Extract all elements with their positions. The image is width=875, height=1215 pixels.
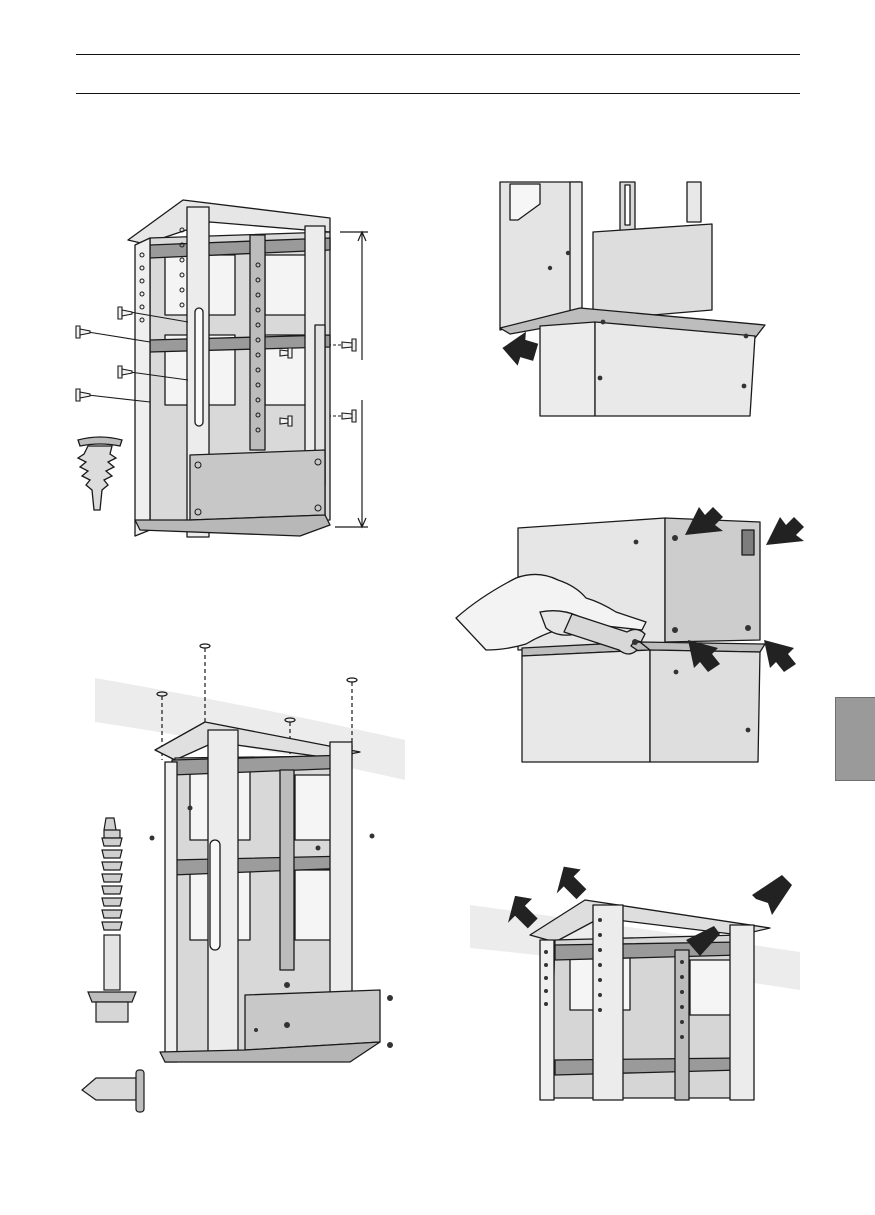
frame-shortening-illustration [70, 195, 385, 540]
header-rule-top [76, 54, 800, 55]
section-tab [835, 697, 875, 781]
frame-ceiling-check-illustration [468, 862, 813, 1102]
chimney-ledge-illustration [490, 180, 775, 420]
wrench-tightening-illustration [455, 505, 805, 770]
header-rule-bottom [76, 93, 800, 94]
frame-mounting-illustration [75, 640, 410, 1115]
